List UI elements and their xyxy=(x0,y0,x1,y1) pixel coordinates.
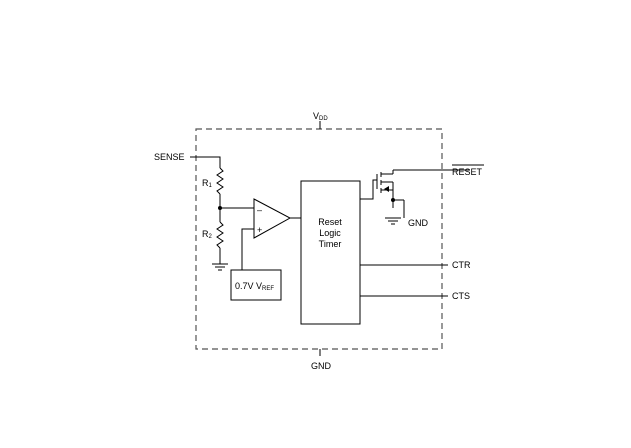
gate-drive-wire xyxy=(360,179,377,200)
cts-label: CTS xyxy=(452,291,470,301)
ctr-label: CTR xyxy=(452,260,471,270)
r2-resistor xyxy=(216,221,224,249)
sense-wire xyxy=(190,156,221,168)
comparator-plus-sign: + xyxy=(257,225,262,235)
vdd-label: VDD xyxy=(313,111,328,122)
gnd-right-label: GND xyxy=(408,218,429,228)
comparator-minus-sign: – xyxy=(257,205,262,215)
r1-resistor xyxy=(216,167,224,195)
reset-logic-timer-block xyxy=(300,180,361,325)
comparator-opamp xyxy=(253,198,292,239)
plus-input-wire xyxy=(241,228,254,270)
reset-label: RESET xyxy=(452,167,483,177)
ground-icon-mosfet xyxy=(385,217,401,225)
r1-label: R1 xyxy=(202,178,213,189)
vref-label: 0.7V VREF xyxy=(235,281,274,292)
logic-label-line1: Reset xyxy=(318,217,342,227)
gnd-bottom-label: GND xyxy=(311,361,332,371)
logic-label-line3: Timer xyxy=(319,239,342,249)
r2-label: R2 xyxy=(202,229,213,240)
ground-icon xyxy=(212,263,228,271)
sense-label: SENSE xyxy=(154,152,185,162)
chip-boundary xyxy=(195,128,443,350)
logic-label-line2: Logic xyxy=(319,228,341,238)
mosfet-icon xyxy=(376,170,405,218)
vref-box xyxy=(230,269,282,301)
